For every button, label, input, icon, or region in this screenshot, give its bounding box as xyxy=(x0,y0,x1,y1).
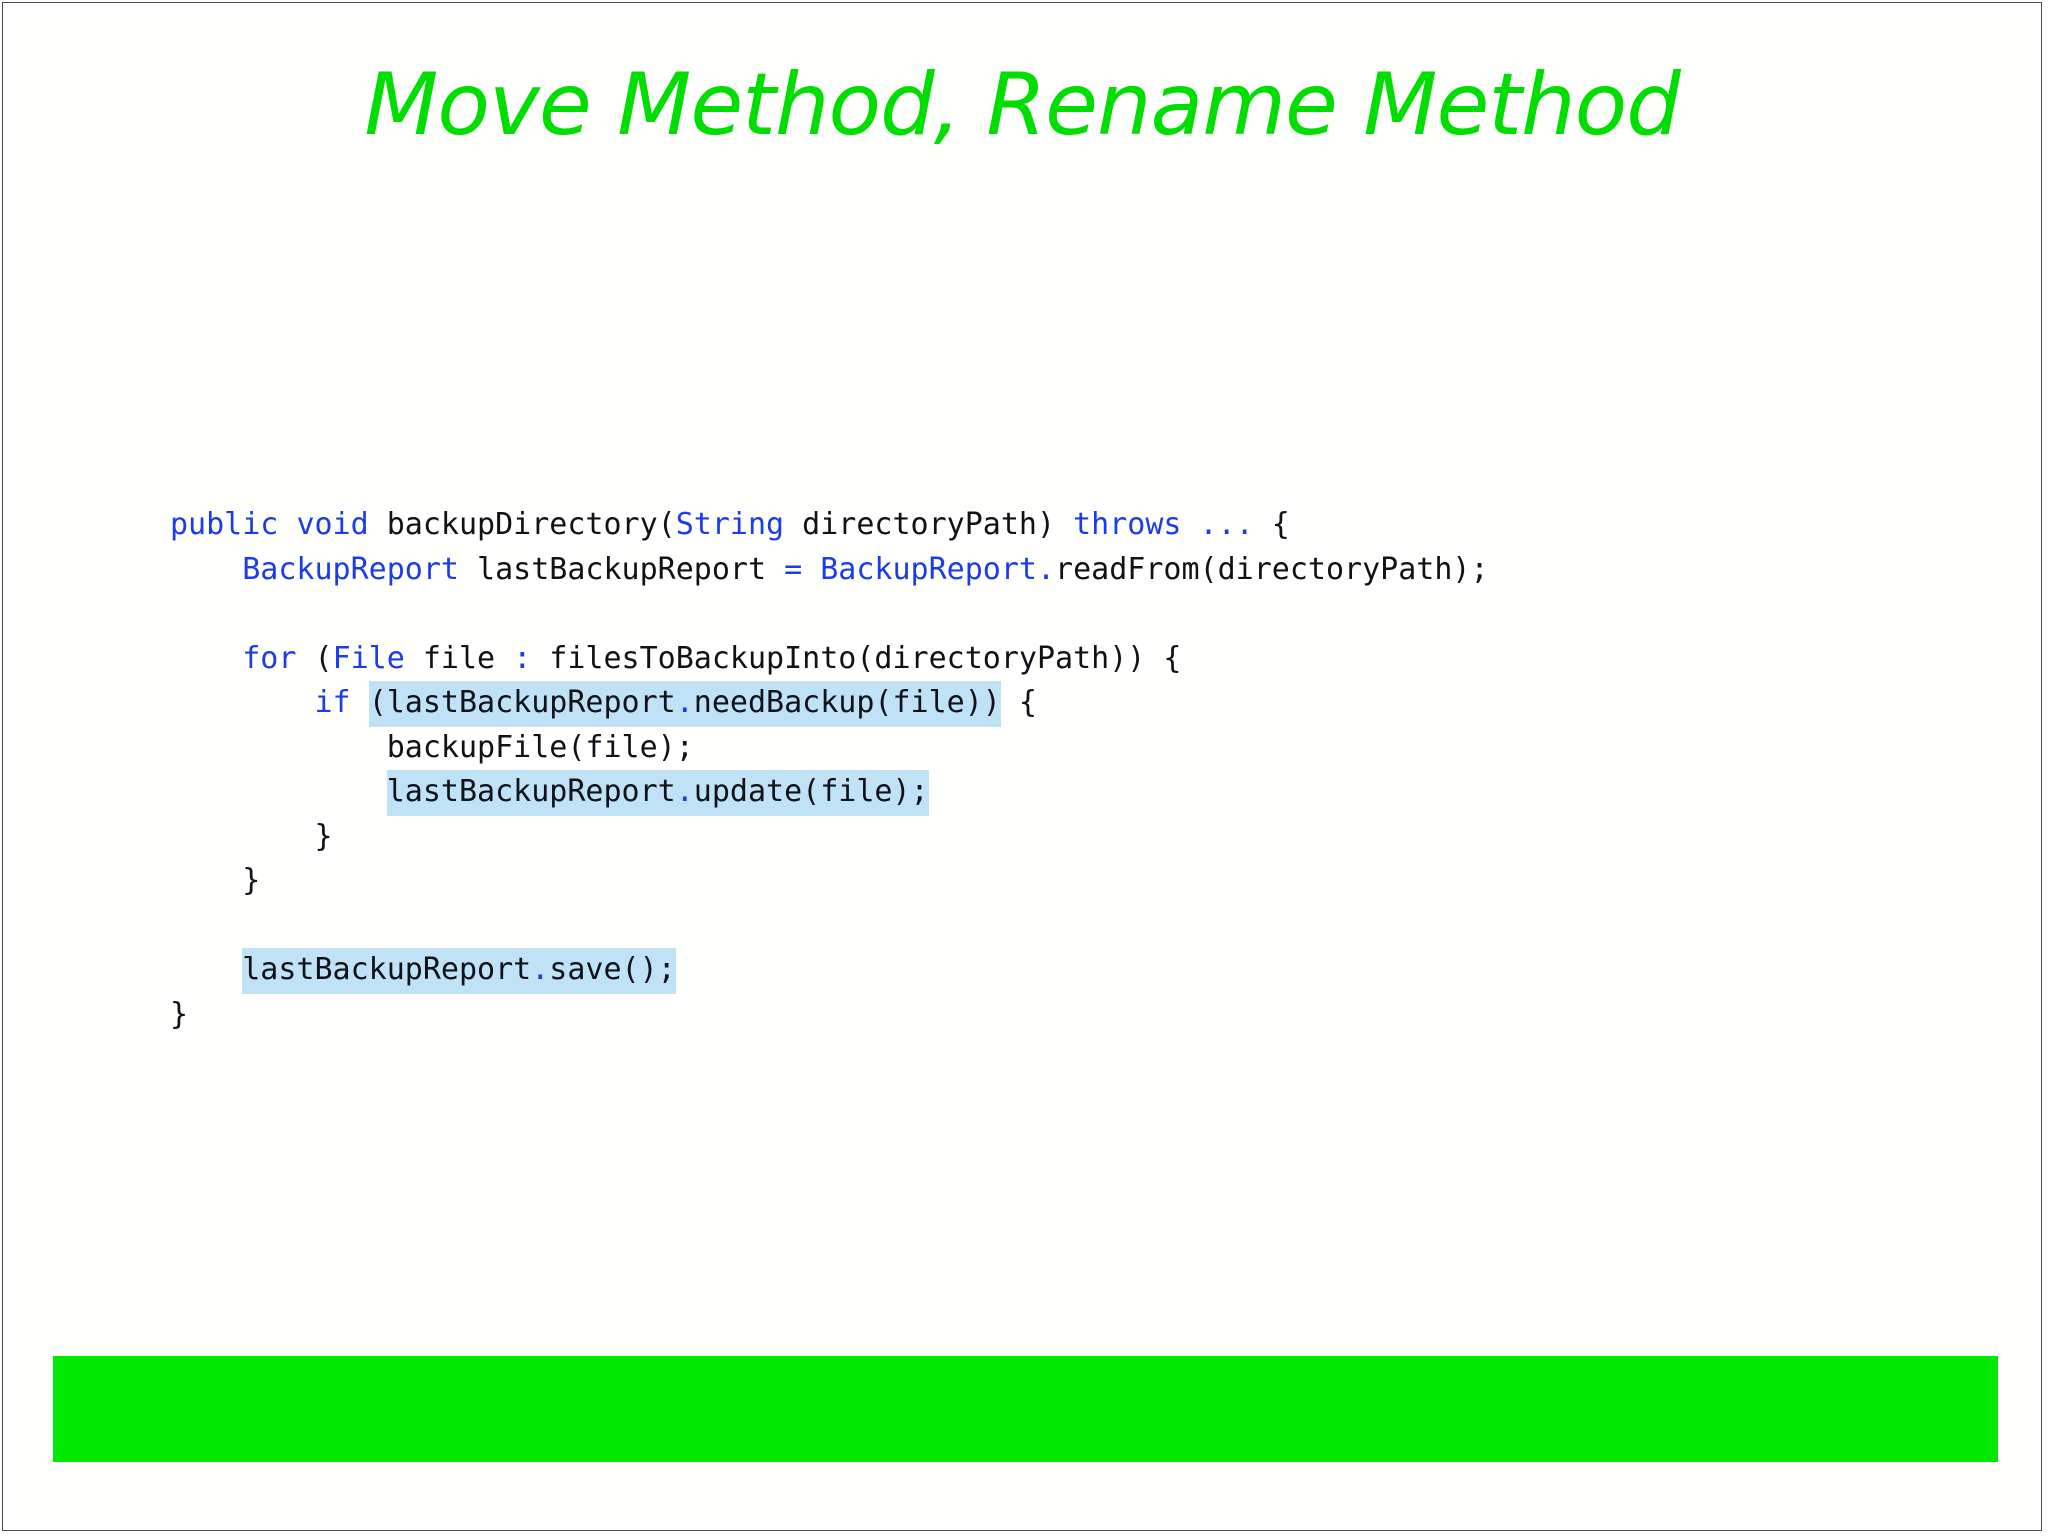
code-indent xyxy=(170,863,242,898)
code-indent xyxy=(170,952,242,987)
code-token: public xyxy=(170,507,279,542)
code-token: BackupReport xyxy=(820,551,1037,587)
code-line: } xyxy=(170,815,1489,860)
code-line: lastBackupReport.save(); xyxy=(170,948,1489,994)
code-line: for (File file : filesToBackupInto(direc… xyxy=(170,637,1489,682)
code-token: for xyxy=(242,640,297,676)
footer-accent-bar xyxy=(53,1356,1998,1462)
code-token: } xyxy=(170,996,189,1032)
code-indent xyxy=(170,685,315,720)
code-indent xyxy=(170,641,242,676)
code-token: backupDirectory( xyxy=(368,507,676,542)
code-token-highlighted: update(file); xyxy=(693,770,929,816)
code-token: . xyxy=(1036,551,1056,587)
code-token: String xyxy=(675,507,785,542)
code-token-highlighted: save(); xyxy=(549,948,676,994)
code-token: ( xyxy=(296,640,333,676)
code-line: public void backupDirectory(String direc… xyxy=(170,503,1489,548)
code-token xyxy=(351,685,369,720)
code-token-highlighted: . xyxy=(675,770,694,816)
code-token: : xyxy=(513,640,532,676)
code-token: File xyxy=(332,640,405,676)
code-line: lastBackupReport.update(file); xyxy=(170,770,1489,816)
code-token: lastBackupReport xyxy=(459,551,785,587)
code-indent xyxy=(170,819,315,854)
code-token: file xyxy=(404,640,514,676)
code-token-highlighted: . xyxy=(675,681,694,727)
code-token-highlighted: needBackup(file)) xyxy=(693,681,1001,727)
code-token: if xyxy=(314,685,351,720)
code-token: { xyxy=(1000,685,1037,720)
code-token: throws xyxy=(1073,507,1182,542)
code-token: } xyxy=(242,863,261,898)
code-token: filesToBackupInto(directoryPath)) { xyxy=(531,640,1182,676)
code-token-highlighted: . xyxy=(531,948,550,994)
code-line: } xyxy=(170,993,1489,1038)
code-token: } xyxy=(314,818,333,854)
code-indent xyxy=(170,552,242,587)
page-title: Move Method, Rename Method xyxy=(364,55,1681,155)
code-line xyxy=(170,904,1489,949)
code-token: readFrom(directoryPath); xyxy=(1055,551,1489,587)
code-token-highlighted: (lastBackupReport xyxy=(368,681,676,727)
code-indent xyxy=(170,774,387,809)
code-block: public void backupDirectory(String direc… xyxy=(170,503,1489,1037)
code-token: = xyxy=(784,551,803,587)
code-token-highlighted: lastBackupReport xyxy=(386,770,676,816)
code-token xyxy=(802,552,820,587)
code-line: if (lastBackupReport.needBackup(file)) { xyxy=(170,681,1489,727)
code-line: } xyxy=(170,859,1489,904)
code-token: directoryPath) xyxy=(784,507,1074,542)
code-token: { xyxy=(1253,507,1290,542)
code-line xyxy=(170,592,1489,637)
code-line: backupFile(file); xyxy=(170,726,1489,771)
code-line: BackupReport lastBackupReport = BackupRe… xyxy=(170,548,1489,593)
code-token: ... xyxy=(1199,507,1254,542)
code-token: void xyxy=(296,507,369,542)
code-token-highlighted: lastBackupReport xyxy=(242,948,532,994)
code-token xyxy=(278,507,296,542)
code-token xyxy=(1181,507,1199,542)
code-indent xyxy=(170,730,387,765)
code-token: BackupReport xyxy=(242,551,459,587)
code-token: backupFile(file); xyxy=(386,729,694,765)
